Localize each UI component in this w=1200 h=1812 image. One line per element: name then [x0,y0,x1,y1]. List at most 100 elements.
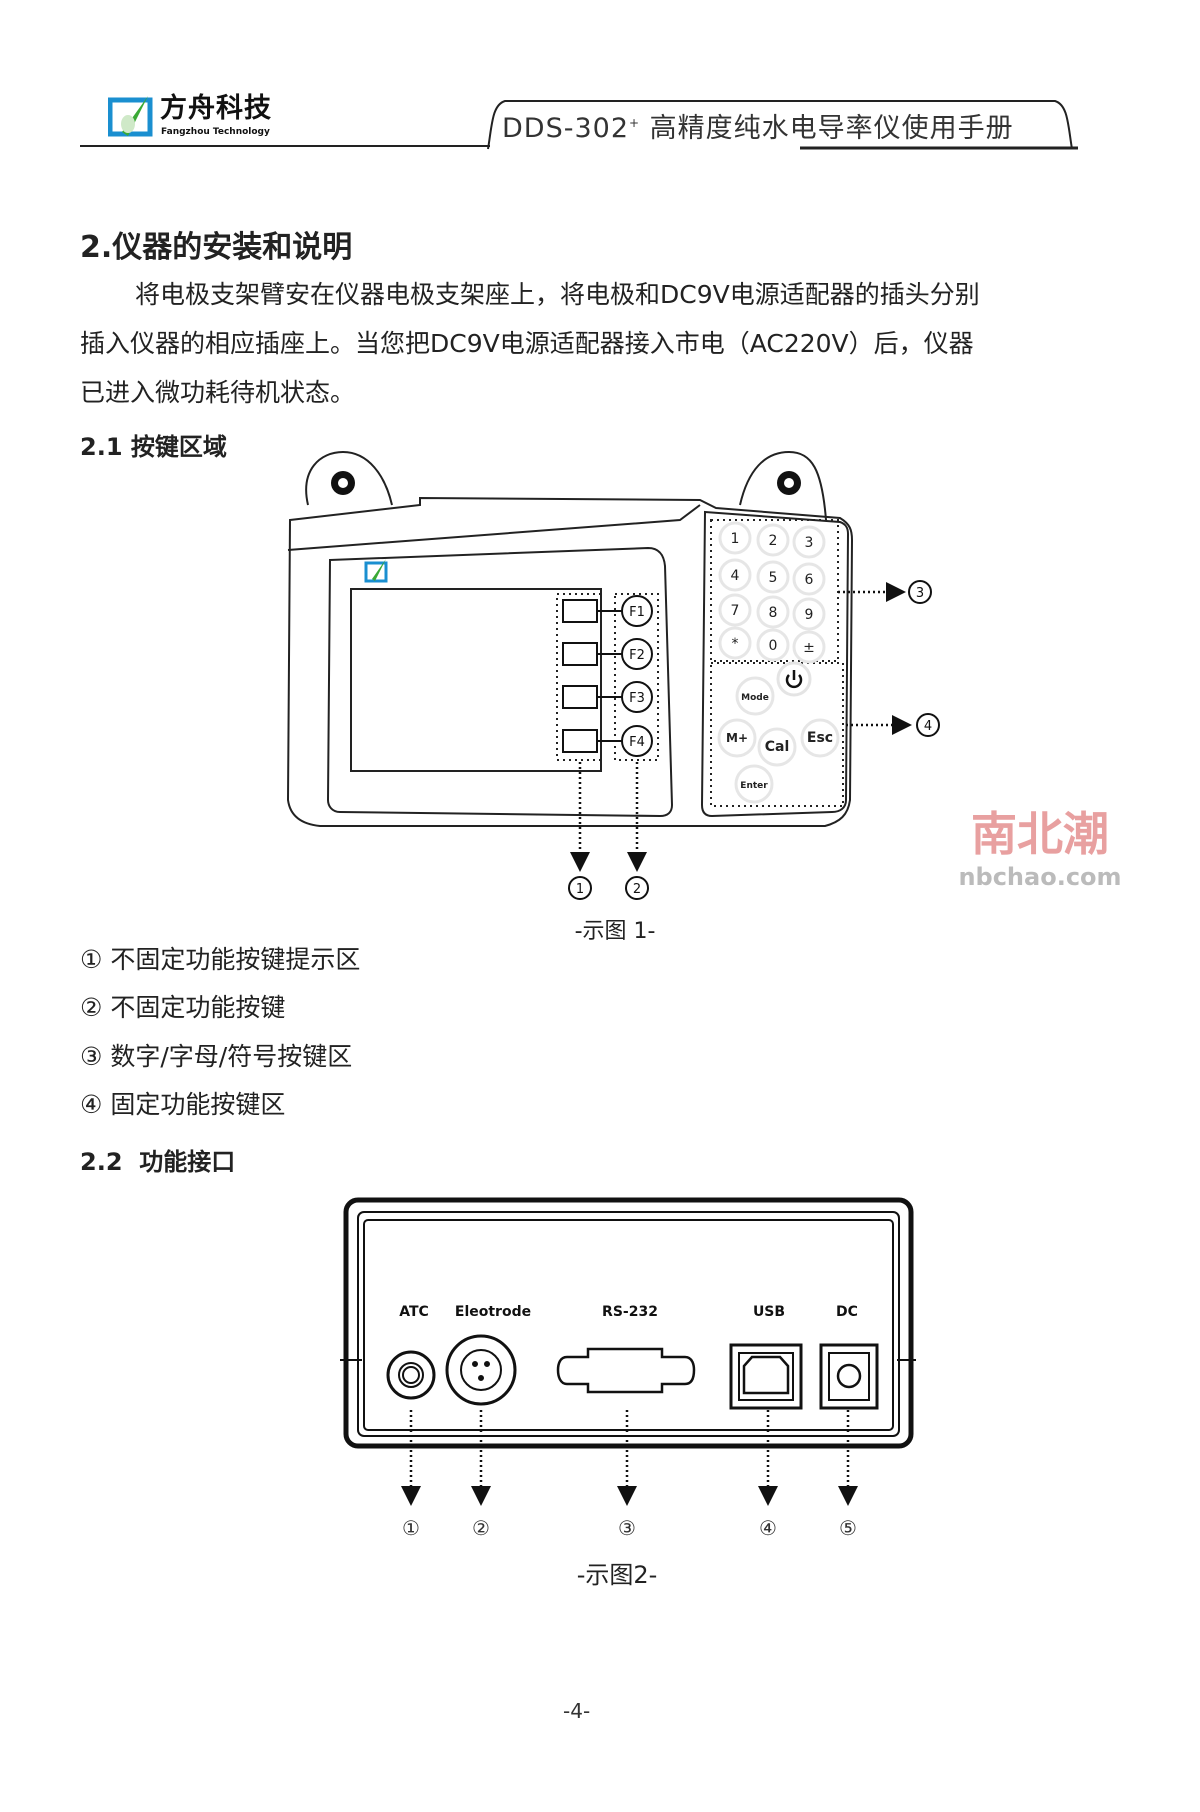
power-icon [785,670,803,689]
numeric-key-label: 8 [769,605,778,621]
callout-marker-4: 4 [916,713,940,737]
subsection-title-keys: 2.1 按键区域 [80,433,227,461]
callout-marker-3: 3 [908,580,932,604]
function-key-label: Cal [765,739,790,755]
figure-1-device [286,450,854,827]
numeric-key[interactable]: 7 [718,593,752,627]
numeric-key[interactable]: 6 [792,562,826,596]
numeric-key-label: 4 [731,568,740,584]
soft-key-f4[interactable]: F4 [621,725,653,757]
function-key-label: Mode [741,693,769,703]
screen-bezel [326,546,674,818]
callout-number: ④ [759,1516,777,1540]
atc-jack [386,1350,436,1400]
numeric-key-label: 1 [731,531,740,547]
svg-text:nbchao.com: nbchao.com [958,863,1121,891]
soft-key-label: F1 [629,605,645,620]
lcd-screen [350,588,602,772]
numeric-key-label: * [732,636,739,652]
figure-2-caption: -示图2- [577,1561,658,1589]
keypad-panel [700,510,850,818]
document-title: DDS-302+ 高精度纯水电导率仪使用手册 [502,106,1014,145]
model-sup: + [629,116,641,130]
numeric-key-label: 5 [769,570,778,586]
rs232-port [556,1347,696,1394]
function-key-label: Enter [740,781,768,791]
figure-2-rear-panel [340,1197,916,1449]
usb-port [729,1343,803,1410]
header: 方舟科技 Fangzhou Technology DDS-302+ 高精度纯水电… [0,0,1200,150]
soft-key-hint-box [562,685,598,709]
function-key-cal[interactable]: Cal [757,727,797,767]
screen-logo-icon [364,559,388,583]
mount-hole-left-icon [331,471,355,495]
power-key[interactable] [776,661,812,697]
brand-name: 方舟科技 [160,93,272,124]
soft-key-label: F3 [629,691,645,706]
function-key-enter[interactable]: Enter [734,764,774,804]
svg-text:3: 3 [916,586,924,601]
numeric-key[interactable]: 3 [792,525,826,559]
title-text: 高精度纯水电导率仪使用手册 [640,113,1014,144]
numeric-key[interactable]: 8 [756,595,790,629]
soft-key-label: F4 [629,735,645,750]
device-body [286,496,854,827]
numeric-key[interactable]: 2 [756,523,790,557]
soft-key-f1[interactable]: F1 [621,595,653,627]
intro-paragraph: 将电极支架臂安在仪器电极支架座上，将电极和DC9V电源适配器的插头分别 插入仪器… [80,270,1080,417]
callout-number: ③ [618,1516,636,1540]
callout-number: ① [402,1516,420,1540]
mount-hole-right-icon [777,471,801,495]
port-label: RS-232 [602,1304,658,1320]
callout-number: ⑤ [839,1516,857,1540]
numeric-key[interactable]: 4 [718,558,752,592]
numeric-key[interactable]: 9 [792,597,826,631]
section-title: 2.仪器的安装和说明 [80,230,353,265]
soft-key-f3[interactable]: F3 [621,681,653,713]
callout-number: ② [472,1516,490,1540]
page-number: -4- [563,1699,591,1723]
watermark: 南北潮 nbchao.com [958,807,1121,891]
soft-key-hint-area-outline [556,593,602,761]
callout-marker-1: 1 [568,876,592,900]
legend-item: ① 不固定功能按键提示区 [80,945,361,974]
subsection-title-ports: 2.2 功能接口 [80,1148,236,1176]
callout-marker-2: 2 [625,876,649,900]
function-key-esc[interactable]: Esc [800,718,840,758]
company-logo [108,96,153,137]
function-key-mode[interactable]: Mode [735,676,775,716]
port-label: USB [753,1304,785,1320]
soft-key-hint-box [562,729,598,753]
soft-key-label: F2 [629,648,645,663]
numeric-key-label: 3 [805,535,814,551]
port-label: ATC [399,1304,429,1320]
numeric-key-label: 7 [731,603,740,619]
port-label: Eleotrode [455,1304,531,1320]
svg-text:4: 4 [924,719,932,734]
numeric-key[interactable]: 5 [756,560,790,594]
soft-key-hint-box [562,599,598,623]
soft-key-area-outline [614,593,659,761]
function-key-m-plus[interactable]: M+ [717,718,757,758]
numeric-key-label: 9 [805,607,814,623]
numeric-key[interactable]: 0 [756,628,790,662]
soft-key-f2[interactable]: F2 [621,638,653,670]
numeric-key-label: 0 [769,638,778,654]
legend-item: ④ 固定功能按键区 [80,1090,286,1119]
legend-item: ③ 数字/字母/符号按键区 [80,1042,353,1071]
header-rule [80,100,1078,150]
numeric-key[interactable]: * [718,626,752,660]
brand-name-en: Fangzhou Technology [161,127,270,137]
port-label: DC [836,1304,858,1320]
function-key-label: Esc [807,730,833,746]
numeric-key-label: 2 [769,533,778,549]
dc-power-jack [819,1343,879,1410]
model-name: DDS-302 [502,113,629,144]
left-mount-ear [305,450,393,506]
numeric-key[interactable]: 1 [718,521,752,555]
numeric-key[interactable]: ± [792,630,826,664]
paragraph-line: 将电极支架臂安在仪器电极支架座上，将电极和DC9V电源适配器的插头分别 [135,280,980,309]
electrode-socket [445,1334,517,1406]
numeric-key-label: ± [803,640,815,656]
